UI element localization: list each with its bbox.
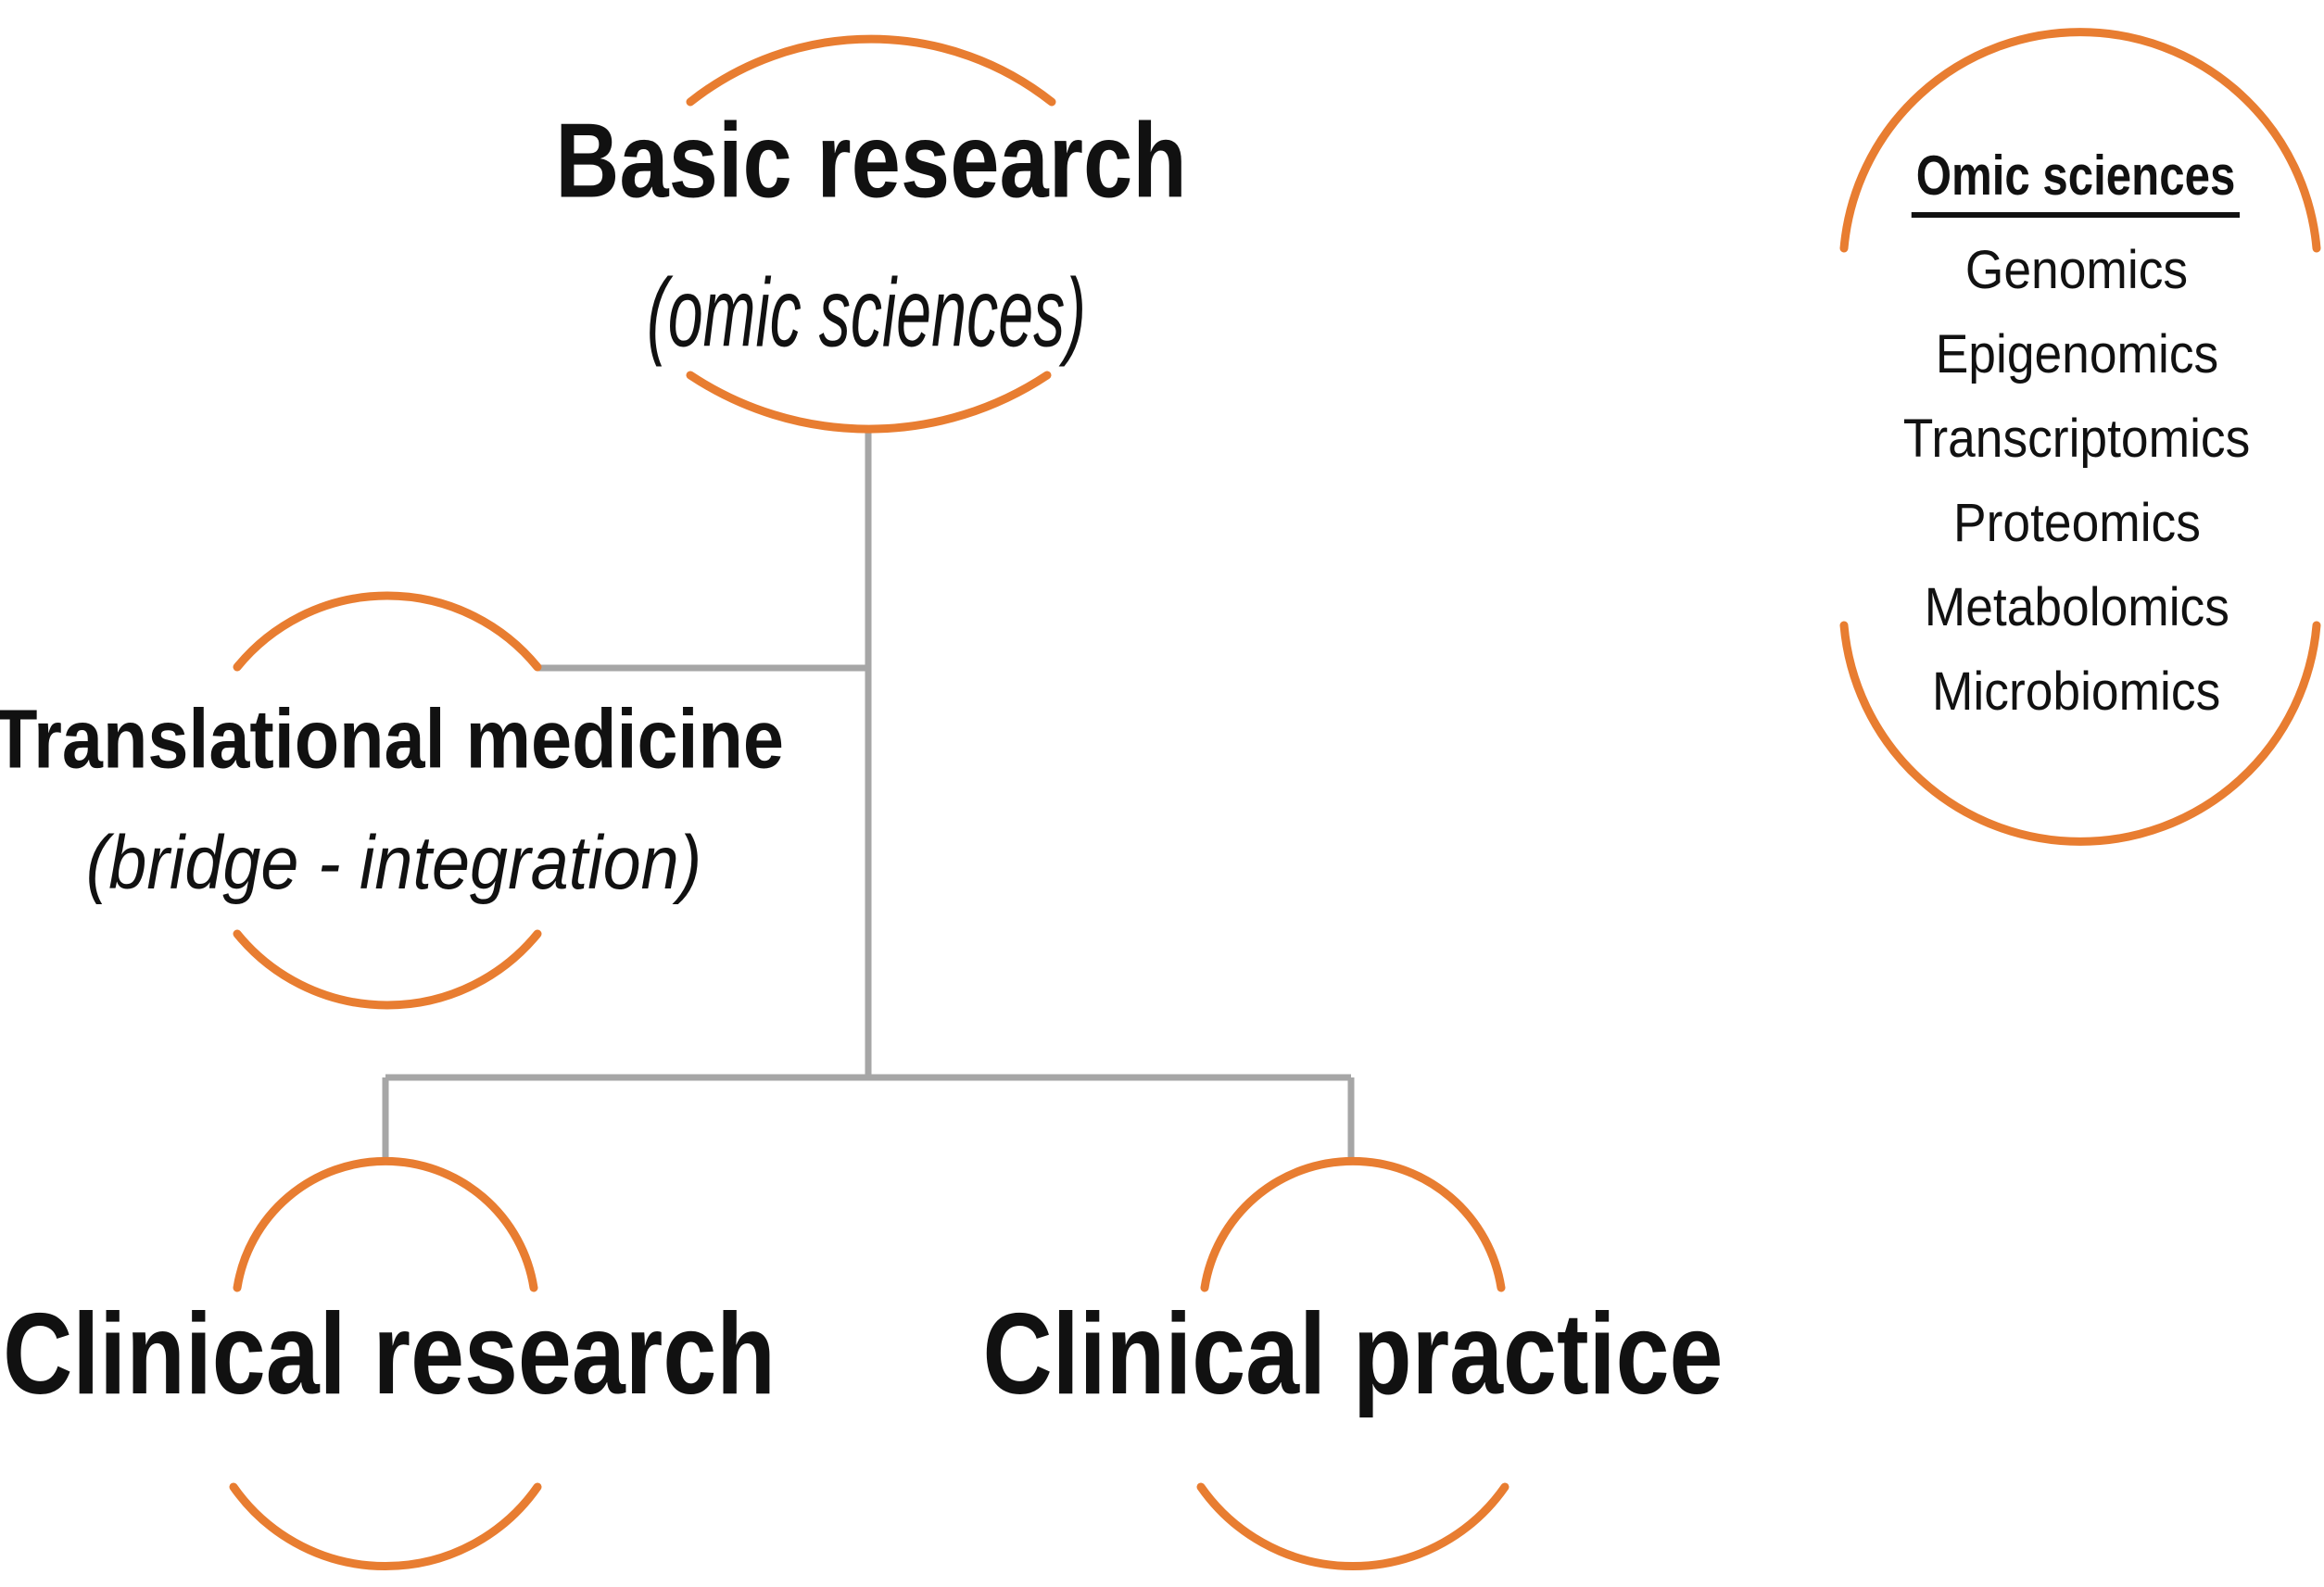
translational-circle-bottom-arc xyxy=(233,929,542,1010)
clinical-research-title-text: Clinical research xyxy=(3,1290,776,1418)
basic-research-circle-top-arc xyxy=(686,34,1056,107)
omic-sciences-heading: Omic sciences xyxy=(1876,145,2276,218)
translational-medicine-subtitle-text: (bridge - integration) xyxy=(85,820,702,905)
translational-medicine-title: Translational medicine xyxy=(0,693,838,787)
translational-circle-top-arc xyxy=(233,591,542,672)
basic-research-title: Basic research xyxy=(495,102,1246,220)
omic-item-label: Proteomics xyxy=(1952,493,2201,553)
clinical-practice-circle-bottom-arc xyxy=(1196,1482,1509,1570)
omic-panel-circle-bottom-arc xyxy=(1839,621,2321,846)
clinical-practice-circle-top-arc xyxy=(1200,1156,1506,1292)
translational-medicine-subtitle: (bridge - integration) xyxy=(52,820,736,905)
clinical-research-circle-bottom-arc xyxy=(229,1482,542,1570)
omic-item-proteomics: Proteomics xyxy=(1888,481,2265,565)
basic-research-subtitle-text: (omic sciences) xyxy=(646,258,1087,368)
omic-item-label: Transcriptomics xyxy=(1902,409,2251,469)
clinical-practice-title-text: Clinical practice xyxy=(982,1290,1724,1418)
omic-item-transcriptomics: Transcriptomics xyxy=(1888,397,2265,481)
omic-item-microbiomics: Microbiomics xyxy=(1888,649,2265,734)
basic-research-circle-bottom-arc xyxy=(686,371,1052,434)
translational-medicine-title-text: Translational medicine xyxy=(0,693,784,787)
basic-research-subtitle: (omic sciences) xyxy=(528,259,1204,367)
omic-item-label: Microbiomics xyxy=(1932,661,2221,722)
omic-sciences-heading-text: Omic sciences xyxy=(1911,145,2241,218)
omic-item-label: Epigenomics xyxy=(1935,324,2218,384)
clinical-practice-title: Clinical practice xyxy=(912,1291,1793,1417)
clinical-research-circle-top-arc xyxy=(233,1156,538,1292)
clinical-research-title: Clinical research xyxy=(0,1291,849,1417)
basic-research-title-text: Basic research xyxy=(555,102,1187,220)
omic-item-metabolomics: Metabolomics xyxy=(1888,565,2265,649)
omic-item-label: Metabolomics xyxy=(1924,577,2229,637)
omic-item-epigenomics: Epigenomics xyxy=(1888,312,2265,397)
omic-panel-circle-top-arc xyxy=(1839,28,2321,253)
omic-item-genomics: Genomics xyxy=(1888,228,2265,312)
omic-item-label: Genomics xyxy=(1964,240,2189,300)
